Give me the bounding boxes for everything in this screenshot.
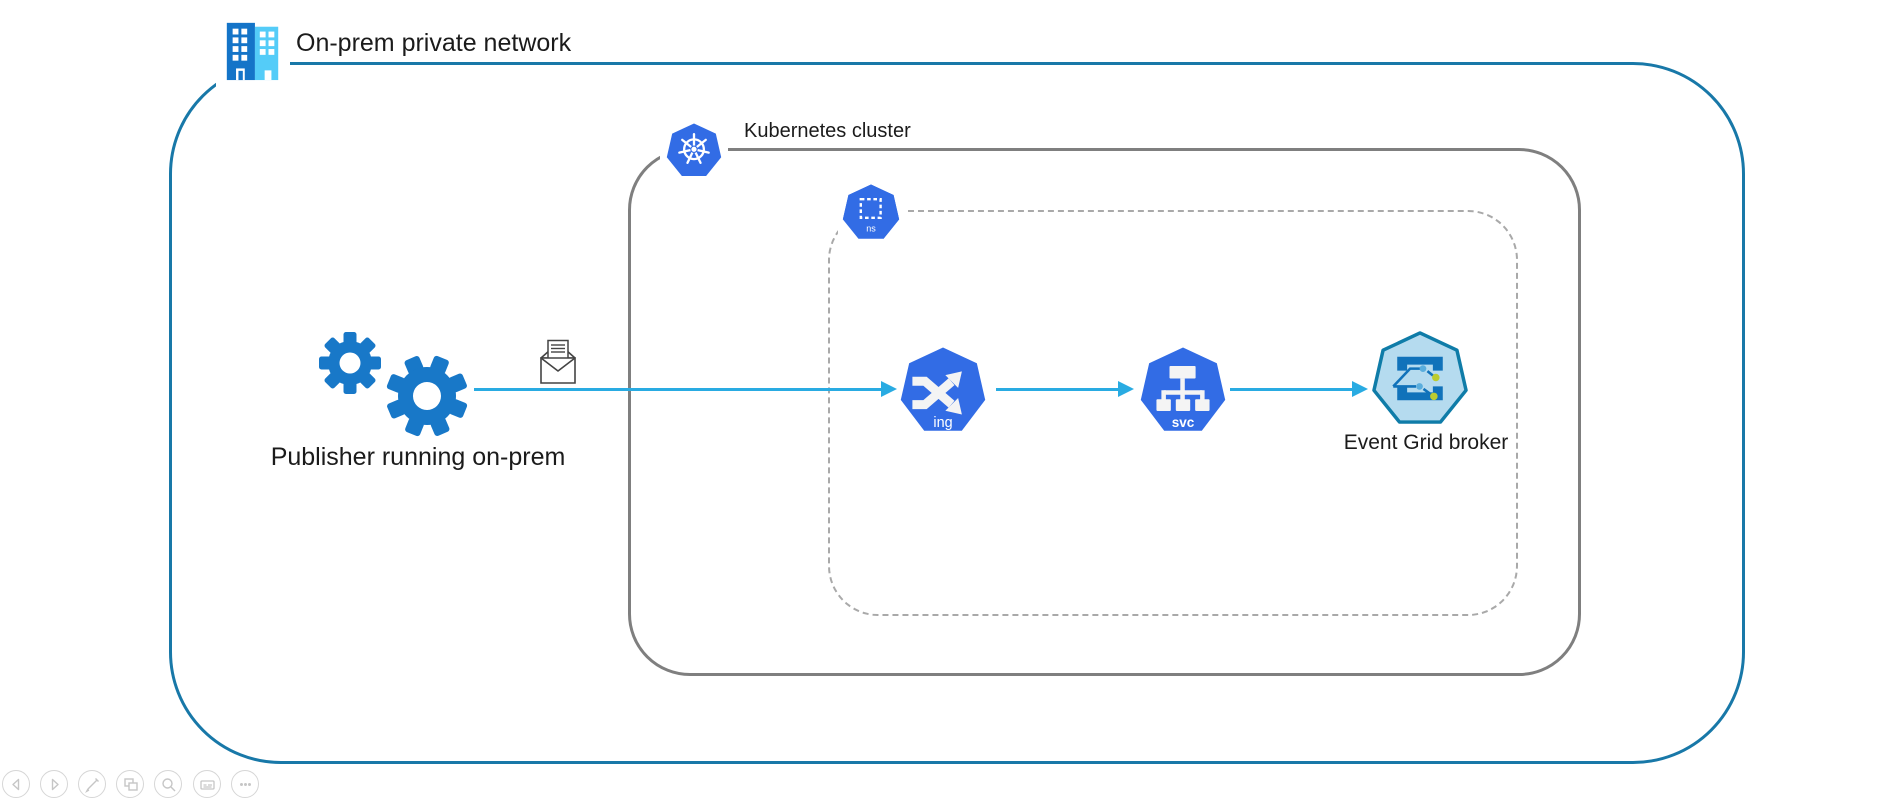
arrowhead-icon	[1118, 381, 1134, 397]
arrowhead-icon	[881, 381, 897, 397]
next-slide-button[interactable]	[40, 770, 68, 798]
arrow-left-icon	[4, 772, 29, 797]
envelope-icon	[538, 339, 578, 385]
onprem-network-label: On-prem private network	[296, 29, 572, 57]
namespace-label: ns	[866, 224, 876, 234]
edge-publisher-to-ingress	[474, 388, 881, 391]
arrowhead-icon	[1352, 381, 1368, 397]
event-grid-broker-label: Event Grid broker	[1343, 431, 1509, 454]
onprem-network-container	[169, 62, 1745, 764]
zoom-button[interactable]	[154, 770, 182, 798]
kubernetes-ingress-icon: ing	[898, 345, 988, 440]
previous-slide-button[interactable]	[2, 770, 30, 798]
kubernetes-cluster-label: Kubernetes cluster	[744, 120, 911, 142]
see-all-slides-button[interactable]	[116, 770, 144, 798]
edge-service-to-eventgrid	[1230, 388, 1352, 391]
gears-icon	[312, 330, 472, 440]
pen-button[interactable]	[78, 770, 106, 798]
arrow-right-icon	[42, 772, 67, 797]
edge-ingress-to-service	[996, 388, 1118, 391]
publisher-label: Publisher running on-prem	[270, 443, 566, 471]
building-icon	[216, 12, 290, 88]
namespace-icon: ns	[838, 180, 904, 246]
magnifier-icon	[156, 772, 181, 797]
kubernetes-service-icon: svc	[1138, 345, 1228, 440]
slides-icon	[118, 772, 143, 797]
namespace-container	[828, 210, 1518, 616]
captions-icon	[195, 772, 220, 797]
captions-button[interactable]	[193, 770, 221, 798]
ingress-label: ing	[933, 415, 952, 431]
kubernetes-icon	[660, 118, 728, 184]
service-label: svc	[1172, 415, 1195, 430]
kubernetes-cluster-container	[628, 148, 1581, 676]
event-grid-icon	[1370, 330, 1470, 429]
pen-icon	[80, 772, 105, 797]
more-options-button[interactable]	[231, 770, 259, 798]
ellipsis-icon	[233, 772, 258, 797]
